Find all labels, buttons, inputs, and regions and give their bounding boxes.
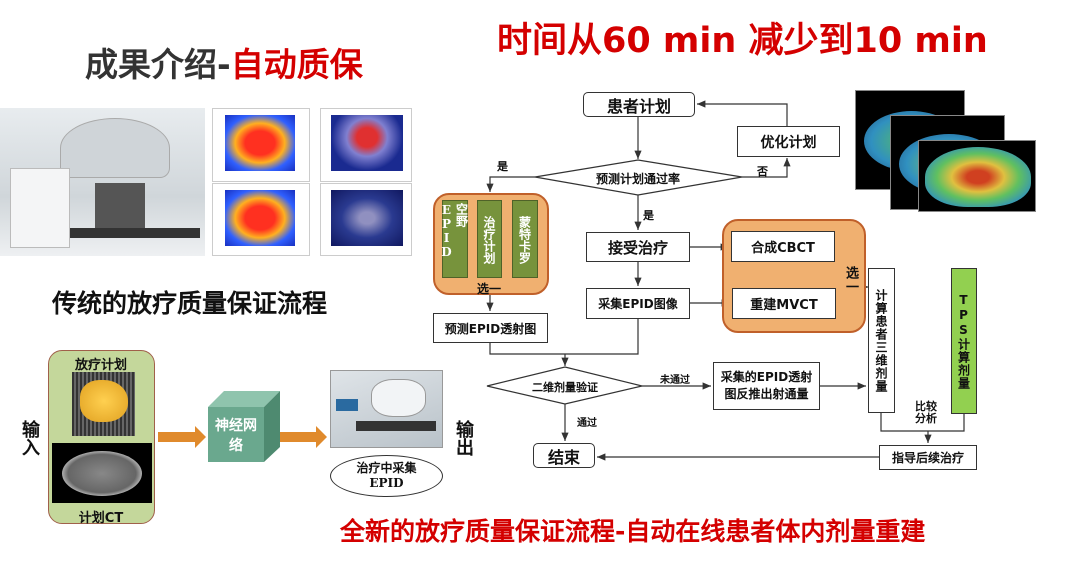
title-red: 自动质保 bbox=[230, 45, 363, 84]
plan-label: 放疗计划 bbox=[74, 358, 127, 373]
choose-one-right: 选一 bbox=[843, 266, 858, 294]
option-open-field-epid: 空野EPID bbox=[440, 200, 469, 278]
no-label: 否 bbox=[757, 165, 768, 178]
gamma-map-2 bbox=[320, 183, 412, 256]
output-label: 输出 bbox=[453, 420, 474, 456]
tps-dose-box: TPS计算剂量 bbox=[951, 268, 977, 414]
gamma-map-1 bbox=[320, 108, 412, 182]
end-box: 结束 bbox=[533, 443, 595, 468]
calc-3d-dose-box: 计算患者三维剂量 bbox=[868, 268, 895, 413]
option-treatment-plan: 治疗计划 bbox=[477, 200, 502, 278]
arrow-to-network bbox=[158, 426, 206, 448]
plan-image bbox=[72, 372, 135, 436]
epid-ellipse-line1: 治疗中采集 bbox=[356, 461, 417, 475]
ct-image bbox=[52, 443, 152, 503]
accept-treatment-box: 接受治疗 bbox=[586, 232, 690, 262]
traditional-title: 传统的放疗质量保证流程 bbox=[52, 289, 328, 318]
patient-plan-box: 患者计划 bbox=[583, 92, 695, 117]
network-label: 神经网络 bbox=[215, 417, 257, 454]
recon-mvct-box: 重建MVCT bbox=[732, 288, 836, 319]
passed-label: 通过 bbox=[577, 418, 597, 429]
cube-side bbox=[264, 391, 280, 462]
backproject-box: 采集的EPID透射图反推出射通量 bbox=[713, 362, 820, 410]
synth-cbct-box: 合成CBCT bbox=[731, 231, 835, 262]
input-panel: 放疗计划 计划CT bbox=[48, 350, 155, 526]
headline: 时间从60 min 减少到10 min bbox=[497, 21, 988, 61]
choose-one-left: 选一 bbox=[477, 282, 502, 296]
decision-pass-rate bbox=[534, 159, 743, 196]
predict-epid-box: 预测EPID透射图 bbox=[433, 313, 548, 343]
dose-map-1 bbox=[212, 108, 310, 182]
arrow-to-output bbox=[280, 426, 327, 448]
new-flow-caption: 全新的放疗质量保证流程-自动在线患者体内剂量重建 bbox=[340, 517, 926, 546]
option-monte-carlo: 蒙特卡罗 bbox=[512, 200, 538, 278]
ct-label: 计划CT bbox=[78, 511, 124, 526]
neural-network-cube: 神经网络 bbox=[208, 407, 264, 462]
optimize-plan-box: 优化计划 bbox=[737, 126, 840, 157]
title-black: 成果介绍- bbox=[85, 45, 231, 84]
yes-label-down: 是 bbox=[643, 209, 654, 222]
pass-rate-label: 预测计划通过率 bbox=[595, 172, 680, 186]
cube-top bbox=[208, 391, 280, 407]
acquire-epid-box: 采集EPID图像 bbox=[586, 288, 690, 319]
epid-ellipse: 治疗中采集 EPID bbox=[330, 455, 443, 497]
failed-label: 未通过 bbox=[660, 375, 690, 386]
decision-2d-dose bbox=[486, 366, 643, 405]
2d-dose-label: 二维剂量验证 bbox=[532, 381, 598, 394]
guide-treatment-box: 指导后续治疗 bbox=[879, 445, 977, 470]
compare-label: 比较分析 bbox=[915, 400, 937, 425]
treatment-room-photo bbox=[330, 370, 443, 448]
yes-label-left: 是 bbox=[497, 160, 508, 173]
epid-ellipse-line2: EPID bbox=[369, 476, 404, 490]
slide-title: 成果介绍-自动质保 bbox=[85, 38, 363, 86]
linac-photo bbox=[0, 108, 205, 256]
input-label: 输入 bbox=[19, 420, 40, 456]
dose-map-2 bbox=[212, 183, 310, 256]
ct-slice-3 bbox=[918, 140, 1036, 212]
